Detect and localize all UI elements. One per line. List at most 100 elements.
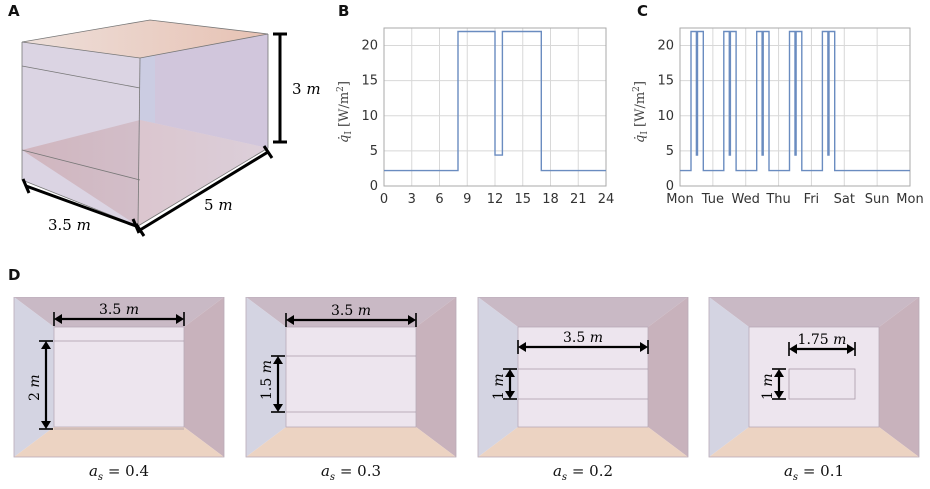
room-frame (708, 297, 920, 458)
room-left-wall (14, 297, 54, 457)
x-tick-label: Tue (701, 192, 724, 207)
x-tick-label: Mon (896, 192, 923, 207)
window-height-label: 2 m (27, 374, 43, 401)
room-frame (477, 297, 689, 458)
room-back-wall (748, 326, 880, 428)
y-axis-label: q̇I [W/m2] (336, 81, 354, 143)
y-tick-label: 0 (666, 179, 674, 194)
window-width-label: 3.5 m (563, 330, 603, 346)
width-arrow-left (286, 315, 294, 325)
y-tick-label: 5 (666, 144, 674, 159)
box-top-face (22, 20, 268, 58)
x-tick-label: 3 (408, 192, 416, 207)
height-arrow-bottom (41, 421, 51, 429)
x-tick-label: Thu (765, 192, 790, 207)
room-floor (709, 427, 919, 457)
x-tick-label: 12 (487, 192, 504, 207)
plot-frame (383, 27, 607, 187)
room-box-diagram: 3 m 3.5 m 5 m (21, 19, 321, 237)
heat-gain-series-line (384, 30, 606, 172)
room-right-wall (879, 297, 919, 457)
width-arrow-left (54, 314, 62, 324)
y-tick-label: 10 (657, 109, 674, 124)
height-arrow-bottom (774, 391, 784, 399)
y-tick-label: 20 (361, 39, 378, 54)
x-tick-label: 24 (598, 192, 615, 207)
room-back-wall (517, 326, 649, 428)
y-tick-label: 10 (361, 109, 378, 124)
room-ceiling (709, 297, 919, 327)
room-back-wall (53, 326, 185, 428)
panel-label-c: C (637, 2, 649, 20)
window-height-label: 1 m (491, 373, 507, 400)
x-tick-label: 15 (514, 192, 531, 207)
x-tick-label: Sat (834, 192, 855, 207)
x-tick-label: 21 (570, 192, 587, 207)
panel-label-a: A (8, 2, 20, 20)
panel-label-b: B (338, 2, 350, 20)
x-tick-label: Fri (804, 192, 820, 207)
room-elevation-4: 1.75 m 1 m (708, 297, 920, 458)
x-tick-label: 9 (463, 192, 471, 207)
width-arrow-right (847, 344, 855, 354)
window-width-label: 1.75 m (798, 332, 847, 348)
room-floor (14, 427, 224, 457)
height-arrow-top (273, 356, 283, 364)
box-right-face (138, 34, 268, 226)
width-arrow-right (176, 314, 184, 324)
window-height-label: 1.5 m (259, 360, 275, 400)
box-depth-label: 5 m (204, 196, 233, 214)
width-arrow-left (518, 342, 526, 352)
room-right-wall (648, 297, 688, 457)
width-arrow-right (640, 342, 648, 352)
y-tick-label: 20 (657, 39, 674, 54)
window-width-label: 3.5 m (99, 302, 139, 318)
panel-label-d: D (8, 266, 21, 284)
room-left-wall (709, 297, 749, 457)
room-elevation-1: 3.5 m 2 m (13, 297, 225, 458)
y-tick-label: 15 (657, 74, 674, 89)
room-frame (13, 297, 225, 458)
width-arrow-left (789, 344, 797, 354)
x-tick-label: Sun (865, 192, 890, 207)
y-tick-label: 0 (370, 179, 378, 194)
room-floor (246, 427, 456, 457)
x-tick-label: Mon (666, 192, 693, 207)
window-height-label: 1 m (760, 373, 776, 400)
room-floor (478, 427, 688, 457)
room-ceiling (478, 297, 688, 327)
room-right-wall (184, 297, 224, 457)
y-tick-label: 5 (370, 144, 378, 159)
room-left-wall (246, 297, 286, 457)
window-width-label: 3.5 m (331, 303, 371, 319)
window-outline (788, 368, 856, 400)
x-tick-label: 18 (542, 192, 559, 207)
room-ratio-caption: as = 0.1 (783, 462, 845, 483)
x-tick-label: 6 (435, 192, 443, 207)
box-height-label: 3 m (292, 80, 321, 98)
room-ratio-caption: as = 0.3 (320, 462, 382, 483)
box-width-label: 3.5 m (48, 216, 91, 234)
x-tick-label: 0 (380, 192, 388, 207)
room-right-wall (416, 297, 456, 457)
y-tick-label: 15 (361, 74, 378, 89)
heat-gain-series-line (680, 30, 910, 172)
room-elevation-2: 3.5 m 1.5 m (245, 297, 457, 458)
room-left-wall (478, 297, 518, 457)
x-tick-label: Wed (732, 192, 760, 207)
y-axis-label: q̇I [W/m2] (632, 81, 650, 143)
height-arrow-top (505, 369, 515, 377)
box-front-face (22, 42, 140, 226)
room-back-wall (285, 326, 417, 428)
width-arrow-right (408, 315, 416, 325)
height-arrow-bottom (505, 391, 515, 399)
height-arrow-top (41, 341, 51, 349)
room-ratio-caption: as = 0.4 (88, 462, 150, 483)
room-elevation-3: 3.5 m 1 m (477, 297, 689, 458)
daily-heat-gain-chart: 0 3 6 9 12 15 18 21 24 0 5 10 15 20 q̇I [W/m2] (336, 27, 615, 207)
room-ratio-caption: as = 0.2 (552, 462, 614, 483)
plot-frame (679, 27, 911, 187)
height-arrow-top (774, 369, 784, 377)
room-frame (245, 297, 457, 458)
